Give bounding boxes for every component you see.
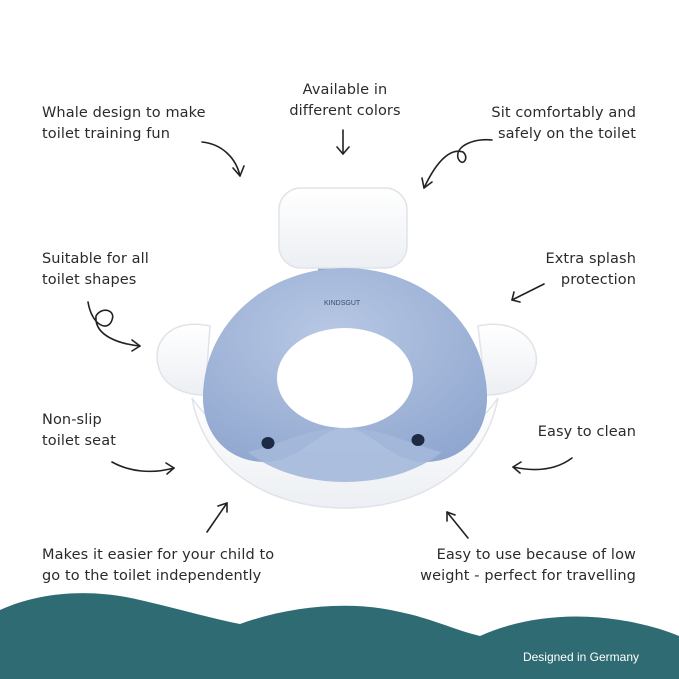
label-comfort: Sit comfortably and safely on the toilet bbox=[491, 105, 636, 142]
arrow-independent bbox=[206, 502, 228, 533]
label-non-slip: Non-slip toilet seat bbox=[42, 412, 116, 449]
arrow-colors bbox=[336, 129, 350, 155]
label-clean: Easy to clean bbox=[537, 424, 636, 440]
seat-opening bbox=[277, 328, 413, 428]
arrow-comfort bbox=[421, 138, 493, 189]
backrest bbox=[278, 187, 408, 290]
designed-in-germany: Designed in Germany bbox=[522, 650, 639, 664]
arrow-shapes bbox=[87, 301, 141, 352]
right-handle bbox=[477, 323, 538, 396]
arrow-non-slip bbox=[111, 461, 175, 475]
label-shapes: Suitable for all toilet shapes bbox=[42, 251, 149, 288]
arrow-weight bbox=[446, 511, 469, 539]
label-weight: Easy to use because of low weight - perf… bbox=[420, 547, 636, 584]
label-splash: Extra splash protection bbox=[545, 251, 636, 288]
brand-logo: KINDSGUT bbox=[324, 300, 361, 307]
arrow-splash bbox=[511, 283, 545, 303]
footer-wave bbox=[0, 593, 679, 679]
arrow-clean bbox=[512, 457, 573, 474]
left-eye bbox=[261, 437, 275, 449]
label-whale-design: Whale design to make toilet training fun bbox=[42, 105, 206, 142]
right-eye bbox=[411, 434, 425, 446]
label-colors: Available in different colors bbox=[289, 82, 401, 119]
label-independent: Makes it easier for your child to go to … bbox=[42, 547, 275, 584]
left-handle bbox=[156, 323, 211, 396]
arrow-whale-design bbox=[201, 141, 245, 177]
